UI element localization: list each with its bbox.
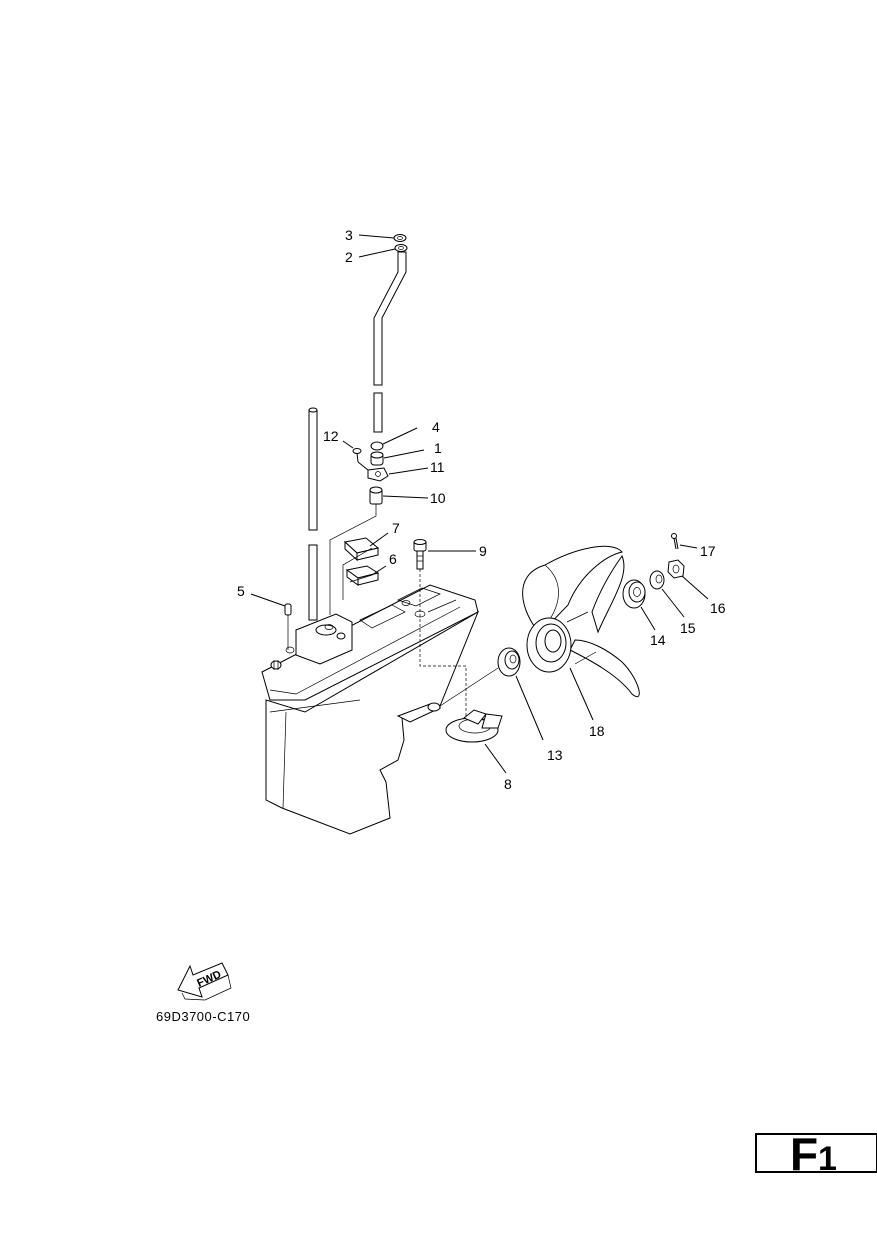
propeller-18 — [522, 545, 640, 697]
lower-case-housing — [261, 584, 480, 835]
trim-tab-7 — [343, 537, 380, 562]
callout-3: 3 — [345, 227, 353, 243]
drawing-code: 69D3700-C170 — [156, 1009, 250, 1024]
callout-10: 10 — [430, 490, 446, 506]
fwd-arrow-icon: FWD — [177, 962, 232, 1001]
callout-17: 17 — [700, 543, 716, 559]
fwd-label: FWD — [195, 969, 223, 990]
grommet-1 — [370, 451, 384, 466]
callout-8: 8 — [504, 776, 512, 792]
shift-rod-upper — [373, 251, 407, 433]
plate-6 — [345, 565, 380, 586]
callout-6: 6 — [389, 551, 397, 567]
rod-joint-11 — [367, 467, 389, 482]
callout-18: 18 — [589, 723, 605, 739]
page-tag: F 1 — [755, 1128, 877, 1180]
callout-4: 4 — [432, 419, 440, 435]
washer-15 — [649, 570, 665, 590]
collar-10 — [369, 486, 383, 505]
callout-12: 12 — [323, 428, 339, 444]
nut-16 — [667, 559, 685, 579]
callout-9: 9 — [479, 543, 487, 559]
callout-14: 14 — [650, 632, 666, 648]
callout-2: 2 — [345, 249, 353, 265]
drive-shaft — [308, 407, 318, 621]
dowel-pin-5 — [284, 603, 292, 616]
thrust-washer-13 — [497, 647, 521, 677]
anode-8 — [445, 709, 503, 743]
screw-12 — [352, 448, 362, 463]
washer-3 — [393, 234, 407, 242]
seal-4 — [370, 441, 384, 451]
cotter-pin-17 — [671, 533, 679, 550]
callout-16: 16 — [710, 600, 726, 616]
leader-lines — [250, 234, 709, 774]
callout-13: 13 — [547, 747, 563, 763]
callout-15: 15 — [680, 620, 696, 636]
bolt-9 — [413, 539, 427, 570]
callout-11: 11 — [430, 459, 445, 475]
spacer-14 — [622, 579, 646, 609]
washer-2 — [394, 244, 408, 252]
page-tag-letter: F — [790, 1128, 818, 1180]
callout-7: 7 — [392, 520, 400, 536]
callout-1: 1 — [434, 440, 442, 456]
callout-numbers: 3 2 4 1 11 10 12 7 6 9 5 17 16 15 14 18 … — [237, 227, 726, 792]
page-tag-number: 1 — [818, 1140, 837, 1178]
callout-5: 5 — [237, 583, 245, 599]
